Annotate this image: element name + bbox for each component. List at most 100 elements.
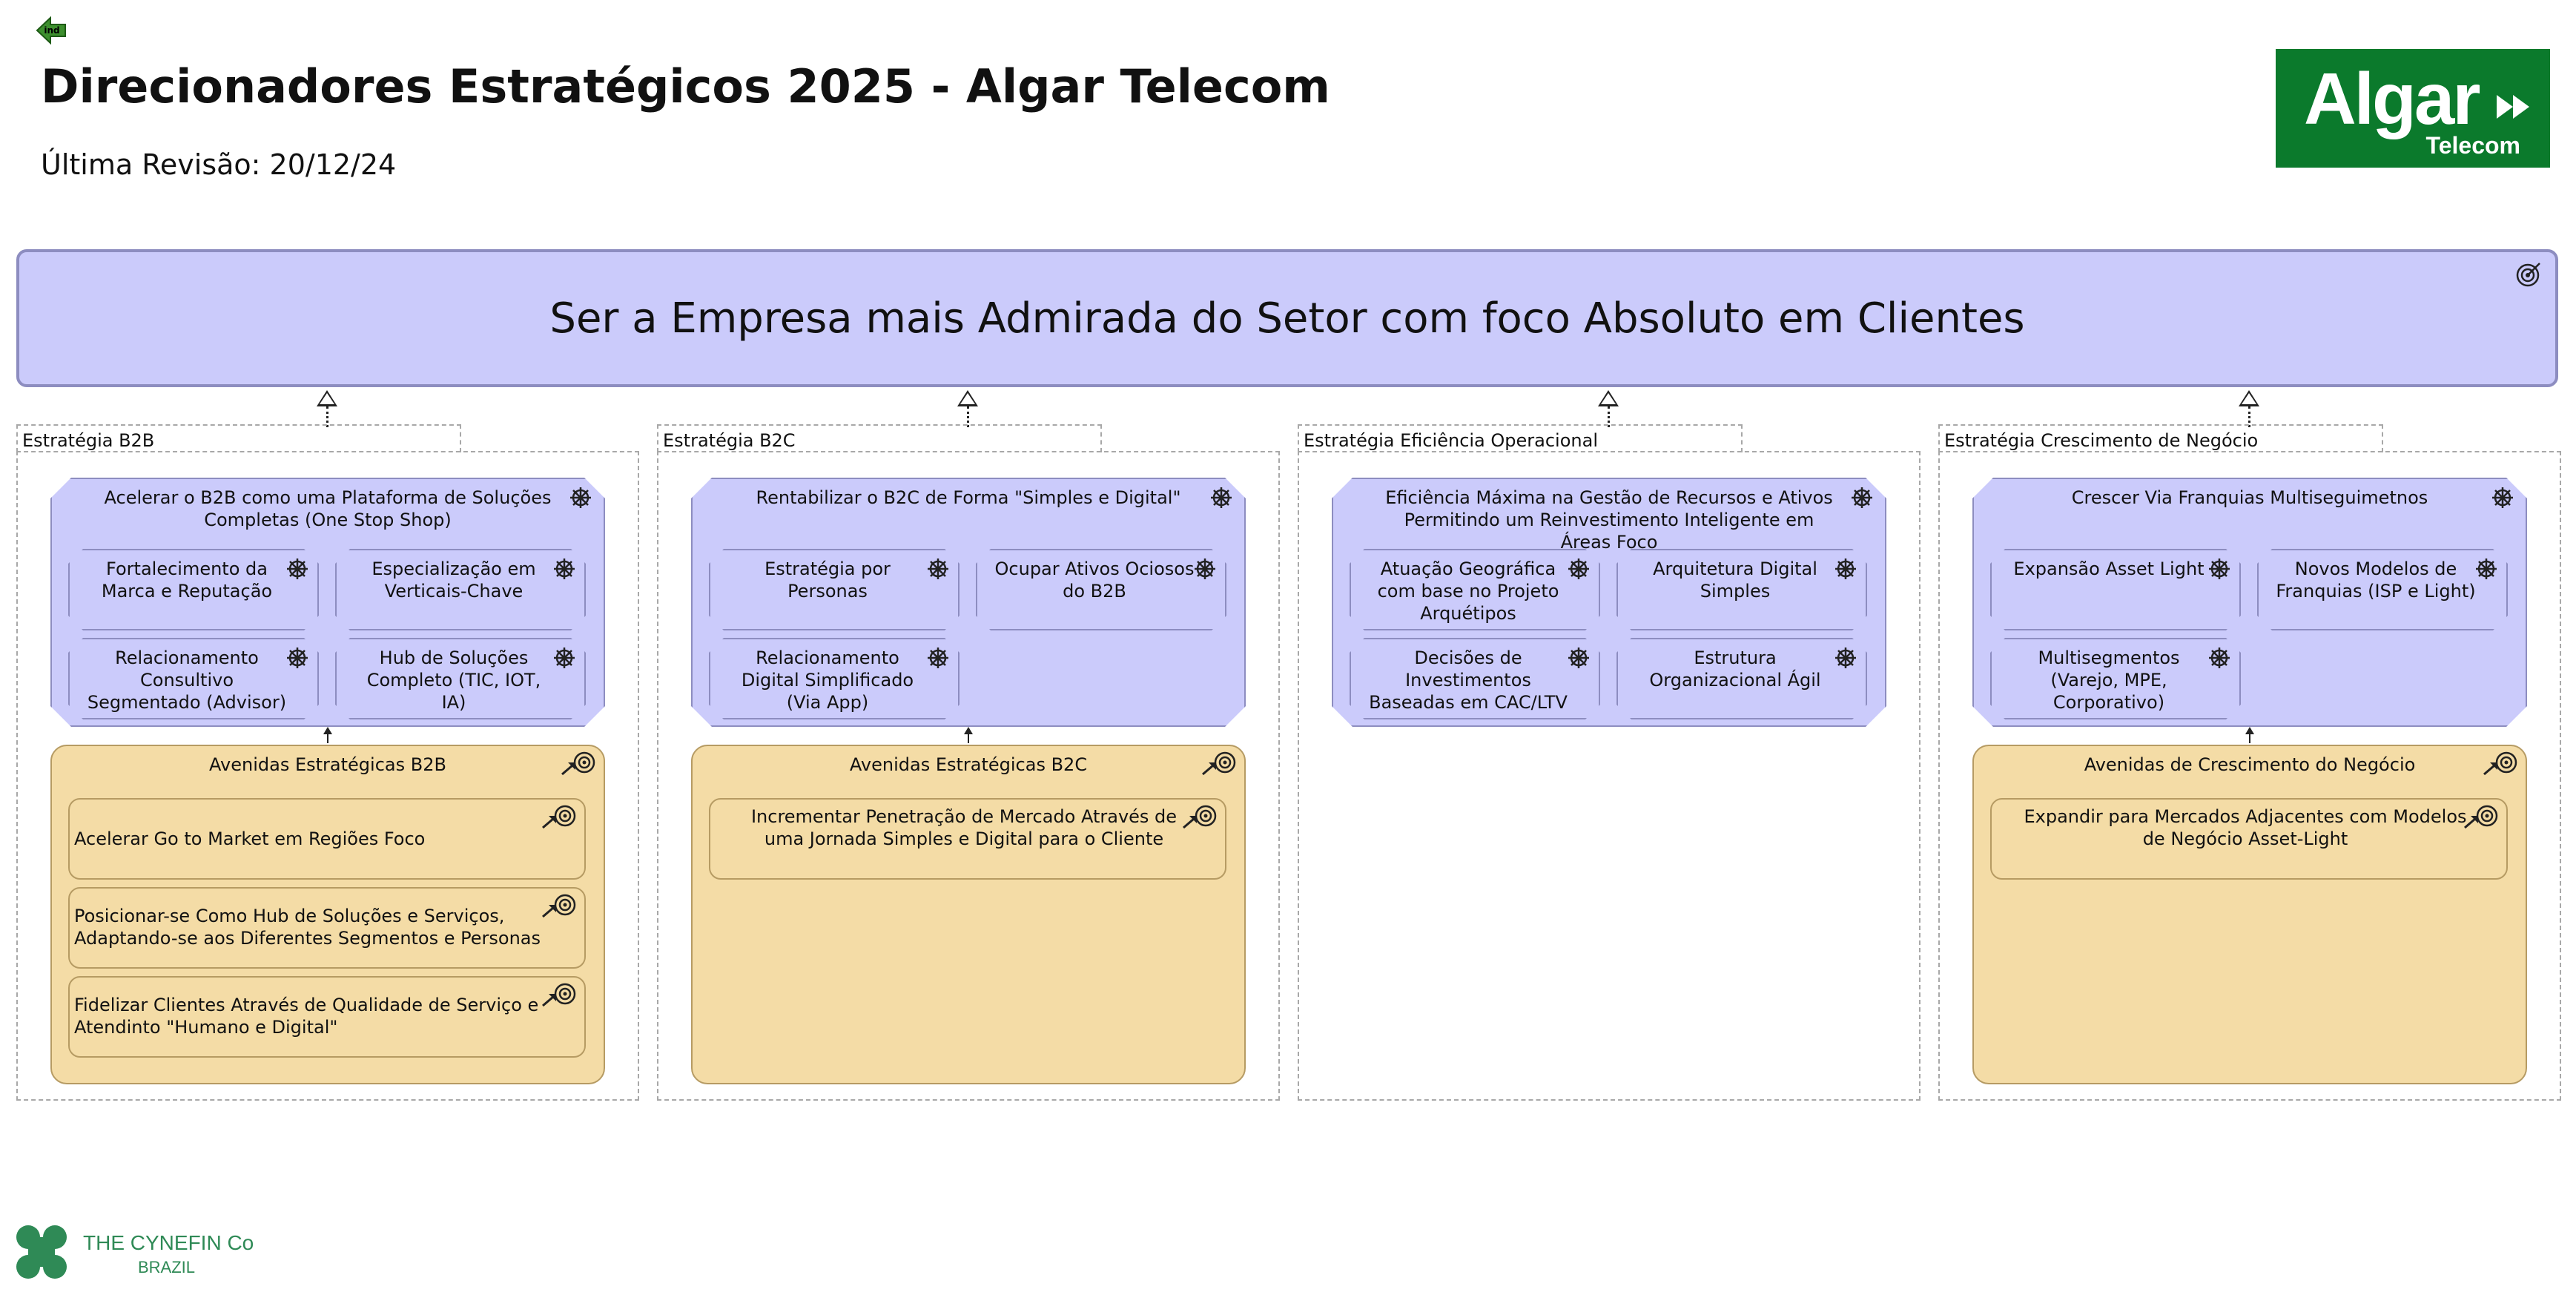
helm-wheel-icon [1834, 647, 1857, 669]
helm-wheel-icon [2208, 558, 2230, 580]
goal-label: Incrementar Penetração de Mercado Atravé… [750, 806, 1178, 849]
strategy-item[interactable]: Fortalecimento da Marca e Reputação [68, 549, 319, 630]
vision-connector [326, 406, 328, 427]
strategy-item[interactable]: Expansão Asset Light [1990, 549, 2241, 630]
strategy-b2b-title: Acelerar o B2B como uma Plataforma de So… [104, 487, 552, 530]
vision-text: Ser a Empresa mais Admirada do Setor com… [549, 294, 2025, 343]
revision-date: Última Revisão: 20/12/24 [41, 148, 397, 181]
strategy-item-label: Estratégia por Personas [764, 558, 891, 602]
ind-icon-label: ind [44, 25, 59, 36]
avenue-crescimento[interactable]: Avenidas de Crescimento do Negócio [1972, 745, 2527, 1084]
strategy-crescimento-title: Crescer Via Franquias Multiseguimetnos [2071, 487, 2428, 508]
vision-connector-arrow [317, 390, 337, 406]
avenue-b2c-title: Avenidas Estratégicas B2C [849, 754, 1088, 775]
column-eficiencia [1298, 451, 1921, 1101]
strategy-item-label: Relacionamento Consultivo Segmentado (Ad… [87, 648, 287, 713]
cynefin-dots-icon [16, 1225, 67, 1279]
goal-item[interactable]: Fidelizar Clientes Através de Qualidade … [68, 976, 586, 1058]
avenue-b2b-title: Avenidas Estratégicas B2B [209, 754, 446, 775]
strategy-b2c-title: Rentabilizar o B2C de Forma "Simples e D… [756, 487, 1181, 508]
column-crescimento-label: Estratégia Crescimento de Negócio [1938, 424, 2383, 452]
strategy-item-label: Arquitetura Digital Simples [1653, 558, 1817, 602]
helm-wheel-icon [1834, 558, 1857, 580]
strategy-item-label: Novos Modelos de Franquias (ISP e Light) [2276, 558, 2476, 602]
strategy-item[interactable]: Especialização em Verticais-Chave [335, 549, 586, 630]
strategy-item-label: Ocupar Ativos Ociosos do B2B [994, 558, 1195, 602]
avenue-connector-arrow [323, 727, 332, 734]
cynefin-sub: BRAZIL [138, 1258, 196, 1276]
goal-label: Fidelizar Clientes Através de Qualidade … [74, 995, 539, 1038]
helm-wheel-icon [2491, 487, 2514, 509]
strategy-item[interactable]: Estratégia por Personas [709, 549, 960, 630]
strategy-item[interactable]: Relacionamento Digital Simplificado (Via… [709, 638, 960, 719]
strategy-item[interactable]: Hub de Soluções Completo (TIC, IOT, IA) [335, 638, 586, 719]
helm-wheel-icon [1194, 558, 1216, 580]
strategy-item-label: Estrutura Organizacional Ágil [1649, 648, 1821, 691]
vision-connector-arrow [957, 390, 978, 406]
strategy-item[interactable]: Decisões de Investimentos Baseadas em CA… [1350, 638, 1600, 719]
vision-box[interactable]: Ser a Empresa mais Admirada do Setor com… [16, 249, 2558, 387]
target-icon [2516, 263, 2540, 287]
vision-connector-arrow [2239, 390, 2259, 406]
avenue-connector-arrow [2245, 727, 2254, 734]
logo-play-icon [2497, 95, 2513, 119]
goal-item[interactable]: Expandir para Mercados Adjacentes com Mo… [1990, 798, 2508, 880]
column-b2c [657, 451, 1280, 1101]
strategy-item-label: Decisões de Investimentos Baseadas em CA… [1369, 648, 1568, 713]
cynefin-name: THE CYNEFIN Co [83, 1231, 254, 1254]
helm-wheel-icon [927, 558, 949, 580]
strategy-item[interactable]: Novos Modelos de Franquias (ISP e Light) [2257, 549, 2508, 630]
goal-target-icon [1183, 805, 1217, 829]
vision-connector [967, 406, 969, 427]
avenue-connector-arrow [964, 727, 973, 734]
helm-wheel-icon [1210, 487, 1232, 509]
helm-wheel-icon [927, 647, 949, 669]
strategy-item-label: Fortalecimento da Marca e Reputação [101, 558, 273, 602]
goal-target-icon [2483, 751, 2517, 776]
avenue-b2c[interactable]: Avenidas Estratégicas B2C [691, 745, 1246, 1084]
goal-target-icon [1202, 751, 1236, 776]
logo-text: Algar [2304, 58, 2481, 139]
column-b2c-label: Estratégia B2C [657, 424, 1102, 452]
goal-label: Posicionar-se Como Hub de Soluções e Ser… [74, 906, 541, 949]
cynefin-logo: THE CYNEFIN Co BRAZIL [13, 1224, 265, 1283]
vision-connector [2248, 406, 2250, 427]
logo-subtext: Telecom [2425, 132, 2520, 159]
algar-telecom-logo: Algar Telecom [2276, 49, 2550, 168]
strategy-item-label: Multisegmentos (Varejo, MPE, Corporativo… [2038, 648, 2180, 713]
strategy-item[interactable]: Multisegmentos (Varejo, MPE, Corporativo… [1990, 638, 2241, 719]
avenue-connector [2249, 733, 2250, 743]
goal-label: Expandir para Mercados Adjacentes com Mo… [2024, 806, 2467, 849]
strategy-item-label: Relacionamento Digital Simplificado (Via… [741, 648, 914, 713]
goal-target-icon [2464, 805, 2498, 829]
page-title: Direcionadores Estratégicos 2025 - Algar… [41, 59, 1330, 113]
helm-wheel-icon [2475, 558, 2497, 580]
goal-item[interactable]: Incrementar Penetração de Mercado Atravé… [709, 798, 1226, 880]
strategy-eficiencia-title: Eficiência Máxima na Gestão de Recursos … [1385, 487, 1833, 553]
avenue-crescimento-title: Avenidas de Crescimento do Negócio [2084, 754, 2416, 775]
strategy-item[interactable]: Ocupar Ativos Ociosos do B2B [976, 549, 1226, 630]
helm-wheel-icon [569, 487, 592, 509]
goal-item[interactable]: Posicionar-se Como Hub de Soluções e Ser… [68, 887, 586, 969]
helm-wheel-icon [553, 558, 575, 580]
strategy-item[interactable]: Relacionamento Consultivo Segmentado (Ad… [68, 638, 319, 719]
strategy-item[interactable]: Atuação Geográfica com base no Projeto A… [1350, 549, 1600, 630]
goal-target-icon [542, 983, 576, 1007]
helm-wheel-icon [553, 647, 575, 669]
helm-wheel-icon [1568, 647, 1590, 669]
helm-wheel-icon [1568, 558, 1590, 580]
avenue-connector [327, 733, 328, 743]
strategy-item[interactable]: Estrutura Organizacional Ágil [1616, 638, 1867, 719]
strategy-item-label: Atuação Geográfica com base no Projeto A… [1377, 558, 1559, 624]
goal-item[interactable]: Acelerar Go to Market em Regiões Foco [68, 798, 586, 880]
strategy-item[interactable]: Arquitetura Digital Simples [1616, 549, 1867, 630]
helm-wheel-icon [2208, 647, 2230, 669]
goal-target-icon [561, 751, 595, 776]
logo-play-icon-2 [2513, 95, 2529, 119]
avenue-connector [968, 733, 969, 743]
strategy-item-label: Especialização em Verticais-Chave [371, 558, 536, 602]
column-b2b-label: Estratégia B2B [16, 424, 461, 452]
column-eficiencia-label: Estratégia Eficiência Operacional [1298, 424, 1743, 452]
column-crescimento [1938, 451, 2561, 1101]
goal-target-icon [542, 805, 576, 829]
